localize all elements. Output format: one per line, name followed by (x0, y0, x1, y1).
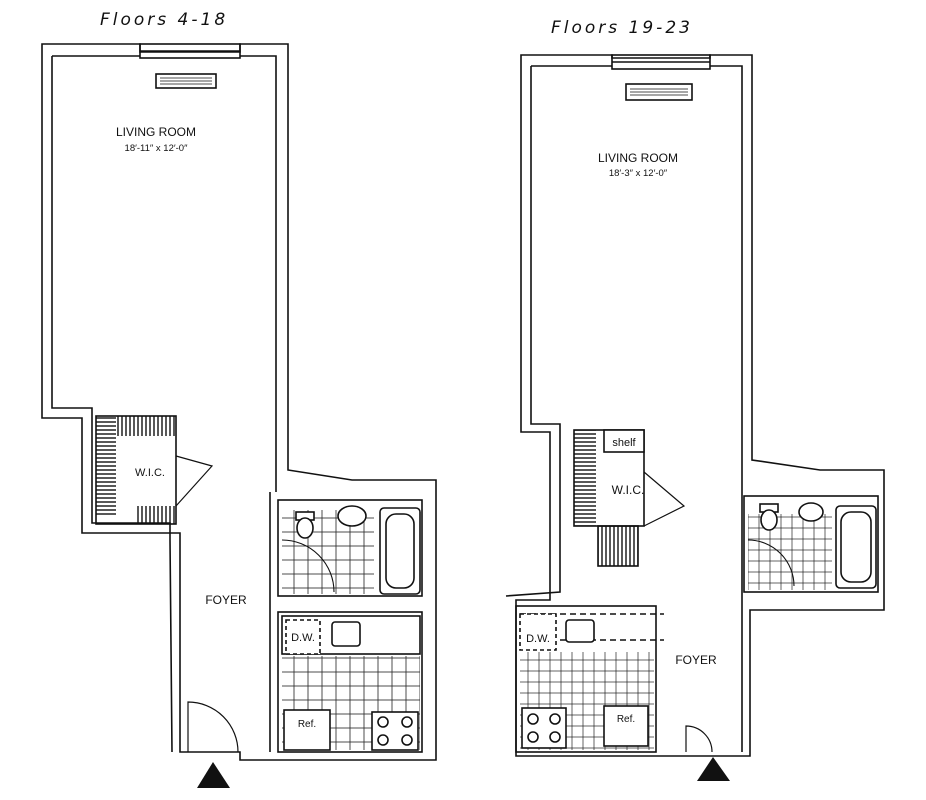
plan-2-labels: LIVING ROOM 18′-3″ x 12′-0″ shelf W.I.C.… (526, 151, 717, 725)
plan-1-dw-label: D.W. (291, 632, 315, 644)
plan-2-toilet (760, 509, 778, 531)
plan-1-kitchen-sink (331, 621, 361, 647)
plan-2 (505, 54, 885, 781)
plan-1-stove (371, 711, 419, 751)
plan-1-entry-arrow (197, 762, 230, 788)
plan-1-living-room-dims: 18′-11″ x 12′-0″ (125, 143, 189, 154)
plan-2-inner-wall (505, 65, 743, 752)
plan-1 (41, 43, 437, 788)
plan-1-inner-wall (51, 55, 277, 753)
plan-2-wic-label: W.I.C. (612, 483, 645, 497)
plan-1-tub (379, 507, 421, 595)
plan-1-wic-door (175, 455, 214, 507)
plan-1-living-room-label: LIVING ROOM (116, 125, 196, 139)
plan-1-dishwasher (285, 619, 321, 655)
plan-2-dw-label: D.W. (526, 633, 550, 645)
plan-1-fridge (283, 709, 331, 751)
plan-2-outer-wall (515, 54, 885, 757)
plan-2-wic-door (643, 471, 686, 527)
plan-2-kitchen (515, 605, 657, 753)
plan-2-title: Floors 19-23 (551, 18, 693, 38)
plan-1-sink (337, 505, 367, 527)
plan-1-title: Floors 4-18 (100, 10, 229, 30)
plan-1-bathroom (277, 499, 423, 597)
plan-2-ref-label: Ref. (617, 714, 635, 725)
plan-1-ref-label: Ref. (298, 719, 316, 730)
plan-1-kitchen (277, 611, 423, 753)
plan-1-foyer-label: FOYER (205, 593, 247, 607)
plan-2-radiator (625, 83, 693, 101)
plan-2-entry-arrow (697, 757, 730, 781)
plan-1-wic-label: W.I.C. (135, 467, 165, 479)
plan-1-outer-wall (41, 43, 437, 761)
plan-1-entry-door (187, 701, 239, 753)
plan-2-bathroom (743, 495, 879, 593)
plan-2-living-room-dims: 18′-3″ x 12′-0″ (609, 168, 668, 179)
plan-1-labels: LIVING ROOM 18′-11″ x 12′-0″ W.I.C. FOYE… (116, 125, 316, 730)
plan-1-toilet (296, 517, 314, 539)
plan-2-stove (521, 707, 567, 749)
plan-2-entry-door (685, 725, 713, 753)
plan-2-living-room-label: LIVING ROOM (598, 151, 678, 165)
plan-2-kitchen-sink (565, 619, 595, 643)
plan-2-dishwasher (519, 613, 557, 651)
plan-2-tub (835, 505, 877, 589)
plan-2-foyer-label: FOYER (675, 653, 717, 667)
plan-2-sink (798, 502, 824, 522)
plan-2-shelf (603, 429, 645, 453)
plan-2-fridge (603, 705, 649, 747)
plan-2-shelf-label: shelf (612, 437, 636, 449)
plan-1-radiator (155, 73, 217, 89)
